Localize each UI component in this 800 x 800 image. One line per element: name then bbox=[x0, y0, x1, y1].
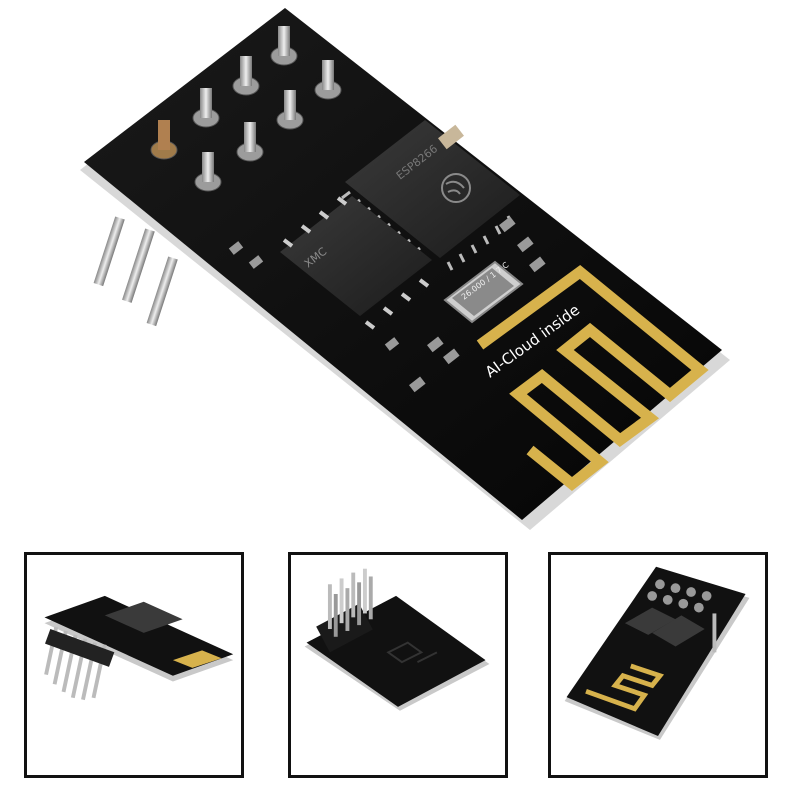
espressif-logo bbox=[441, 173, 471, 203]
side-view-photo bbox=[44, 595, 234, 701]
flash-chip: XMC bbox=[280, 196, 432, 330]
front-view-photo bbox=[564, 566, 750, 740]
header-pins-top bbox=[150, 26, 342, 192]
soc-chip: ESP8266 bbox=[341, 120, 520, 271]
smd-components bbox=[228, 124, 546, 393]
thumbnail-front-view[interactable] bbox=[548, 552, 768, 778]
thumbnail-side-view[interactable] bbox=[24, 552, 244, 778]
main-product-photo: AI-Cloud inside bbox=[80, 8, 730, 530]
back-view-photo bbox=[304, 568, 490, 711]
antenna-trace bbox=[476, 265, 709, 492]
thumbnail-back-view[interactable] bbox=[288, 552, 508, 778]
header-pins-bottom bbox=[93, 216, 178, 327]
